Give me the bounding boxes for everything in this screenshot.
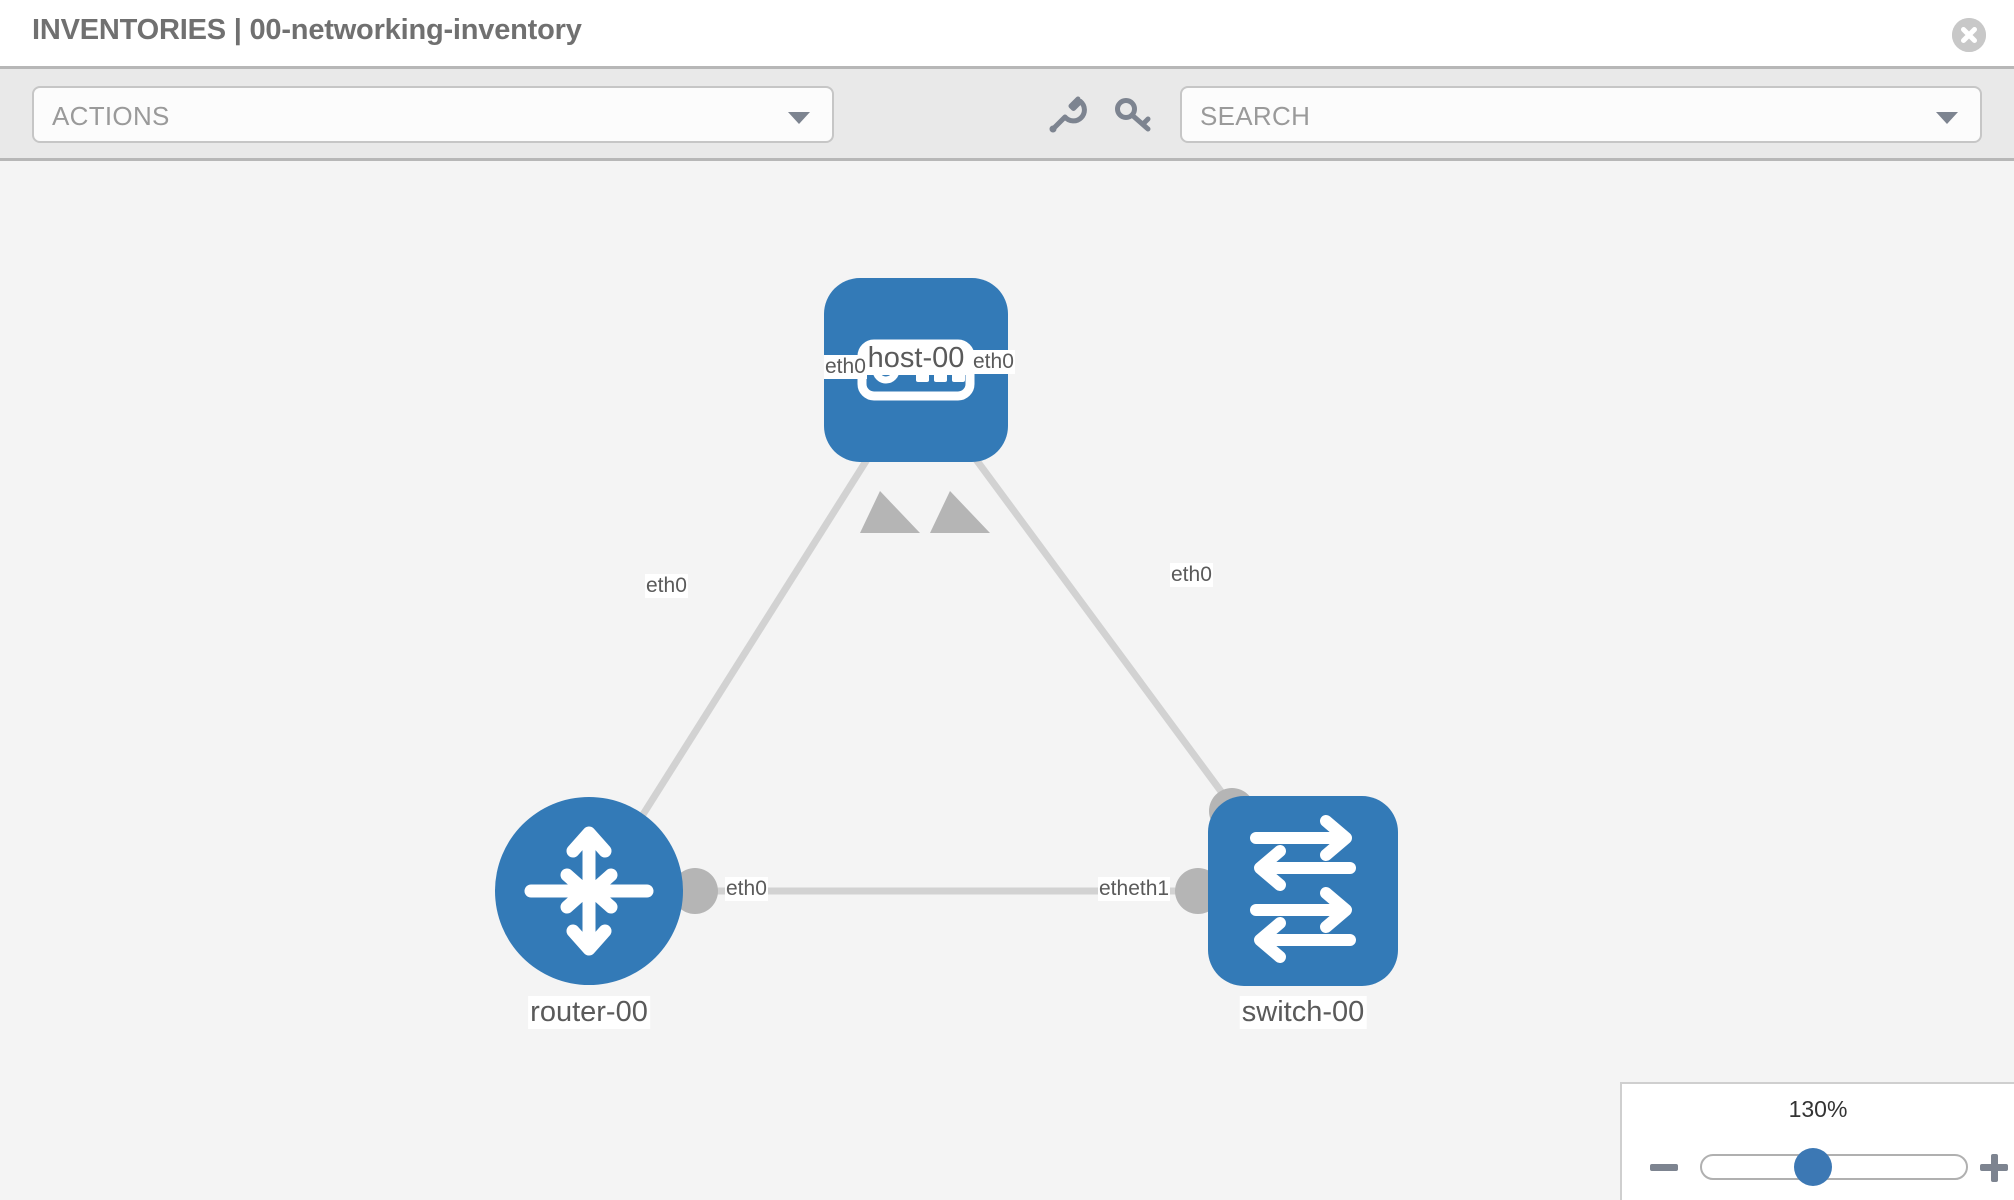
node-switch-00 <box>1208 796 1398 986</box>
edge-label: etheth1 <box>1098 877 1171 901</box>
wrench-icon[interactable] <box>1042 91 1088 137</box>
zoom-slider-track[interactable] <box>1700 1154 1968 1180</box>
zoom-slider-handle[interactable] <box>1794 1148 1832 1186</box>
node-label-switch-00: switch-00 <box>1239 996 1367 1029</box>
node-router-00 <box>495 797 683 985</box>
key-icon[interactable] <box>1110 91 1156 137</box>
zoom-control-panel: 130% <box>1620 1082 2014 1200</box>
connector-host-east <box>930 491 990 533</box>
actions-dropdown[interactable]: ACTIONS <box>32 86 834 143</box>
search-placeholder: SEARCH <box>1200 101 1311 131</box>
plus-icon[interactable] <box>1980 1153 2008 1182</box>
edge-host-router <box>617 429 888 853</box>
edge-host-switch <box>952 428 1268 854</box>
chevron-down-icon <box>788 112 810 124</box>
edge-label: eth0 <box>645 574 688 598</box>
edge-label: eth0 <box>1170 563 1213 587</box>
search-input[interactable]: SEARCH <box>1180 86 1982 143</box>
edge-label: eth0 <box>725 877 768 901</box>
close-icon[interactable] <box>1952 18 1986 52</box>
topology-canvas[interactable]: host-00 router-00 switch-00 eth0 eth0 et… <box>0 161 2014 1200</box>
topology-edges <box>617 428 1268 895</box>
actions-dropdown-label: ACTIONS <box>52 101 170 131</box>
edge-label: eth0 <box>972 350 1015 374</box>
node-label-host-00: host-00 <box>865 342 967 375</box>
page-title: INVENTORIES | 00-networking-inventory <box>32 14 582 46</box>
connector-host-west <box>860 491 920 533</box>
connector-router-east <box>672 868 718 914</box>
page-header: INVENTORIES | 00-networking-inventory <box>0 0 2014 69</box>
toolbar: ACTIONS SEARCH <box>0 69 2014 161</box>
topology-connectors <box>672 491 1255 914</box>
zoom-level-value: 130% <box>1788 1096 1848 1122</box>
node-label-router-00: router-00 <box>528 996 650 1029</box>
edge-label: eth0 <box>824 355 867 379</box>
minus-icon[interactable] <box>1650 1164 1678 1171</box>
chevron-down-icon[interactable] <box>1936 112 1958 124</box>
